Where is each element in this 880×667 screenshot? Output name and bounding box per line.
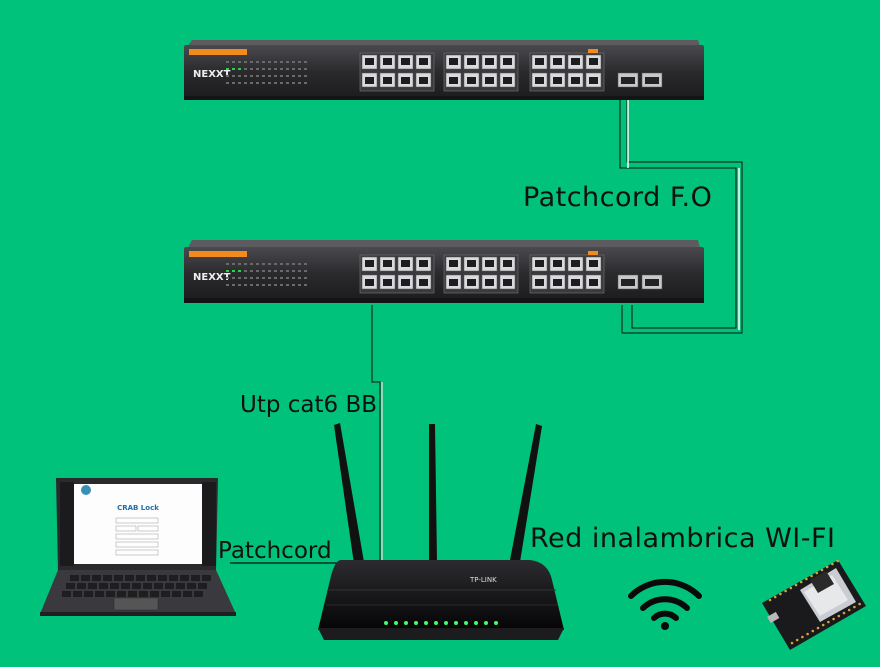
router-led	[464, 621, 468, 625]
router-led	[434, 621, 438, 625]
fiber-patchcord-label: Patchcord F.O	[523, 182, 713, 213]
switch-brand: NEXXT	[193, 69, 231, 80]
laptop-icon: CRAB Lock	[40, 478, 236, 616]
utp-cable-label: Utp cat6 BB	[240, 392, 378, 418]
laptop-screen-title: CRAB Lock	[117, 504, 159, 512]
switch-ports	[226, 49, 663, 92]
router-led	[414, 621, 418, 625]
fiber-patchcord-cable	[619, 92, 743, 334]
wireless-network-label: Red inalambrica WI-FI	[530, 523, 836, 554]
router-led	[494, 621, 498, 625]
switch-brand: NEXXT	[193, 272, 231, 283]
switch-bottom: NEXXT	[184, 240, 704, 303]
wifi-icon	[628, 578, 702, 630]
router-led	[384, 621, 388, 625]
router-led	[484, 621, 488, 625]
router-brand: TP-LINK	[469, 576, 497, 584]
utp-cable	[371, 305, 383, 560]
router-led	[454, 621, 458, 625]
switch-ports	[226, 251, 663, 294]
router-led	[404, 621, 408, 625]
router-led	[444, 621, 448, 625]
router-led	[424, 621, 428, 625]
router-led	[394, 621, 398, 625]
router-led	[474, 621, 478, 625]
router-icon: TP-LINK	[318, 423, 564, 640]
laptop-patchcord-label: Patchcord	[218, 538, 332, 564]
esp32-board-icon	[762, 559, 866, 650]
switch-top: NEXXT	[184, 40, 704, 100]
